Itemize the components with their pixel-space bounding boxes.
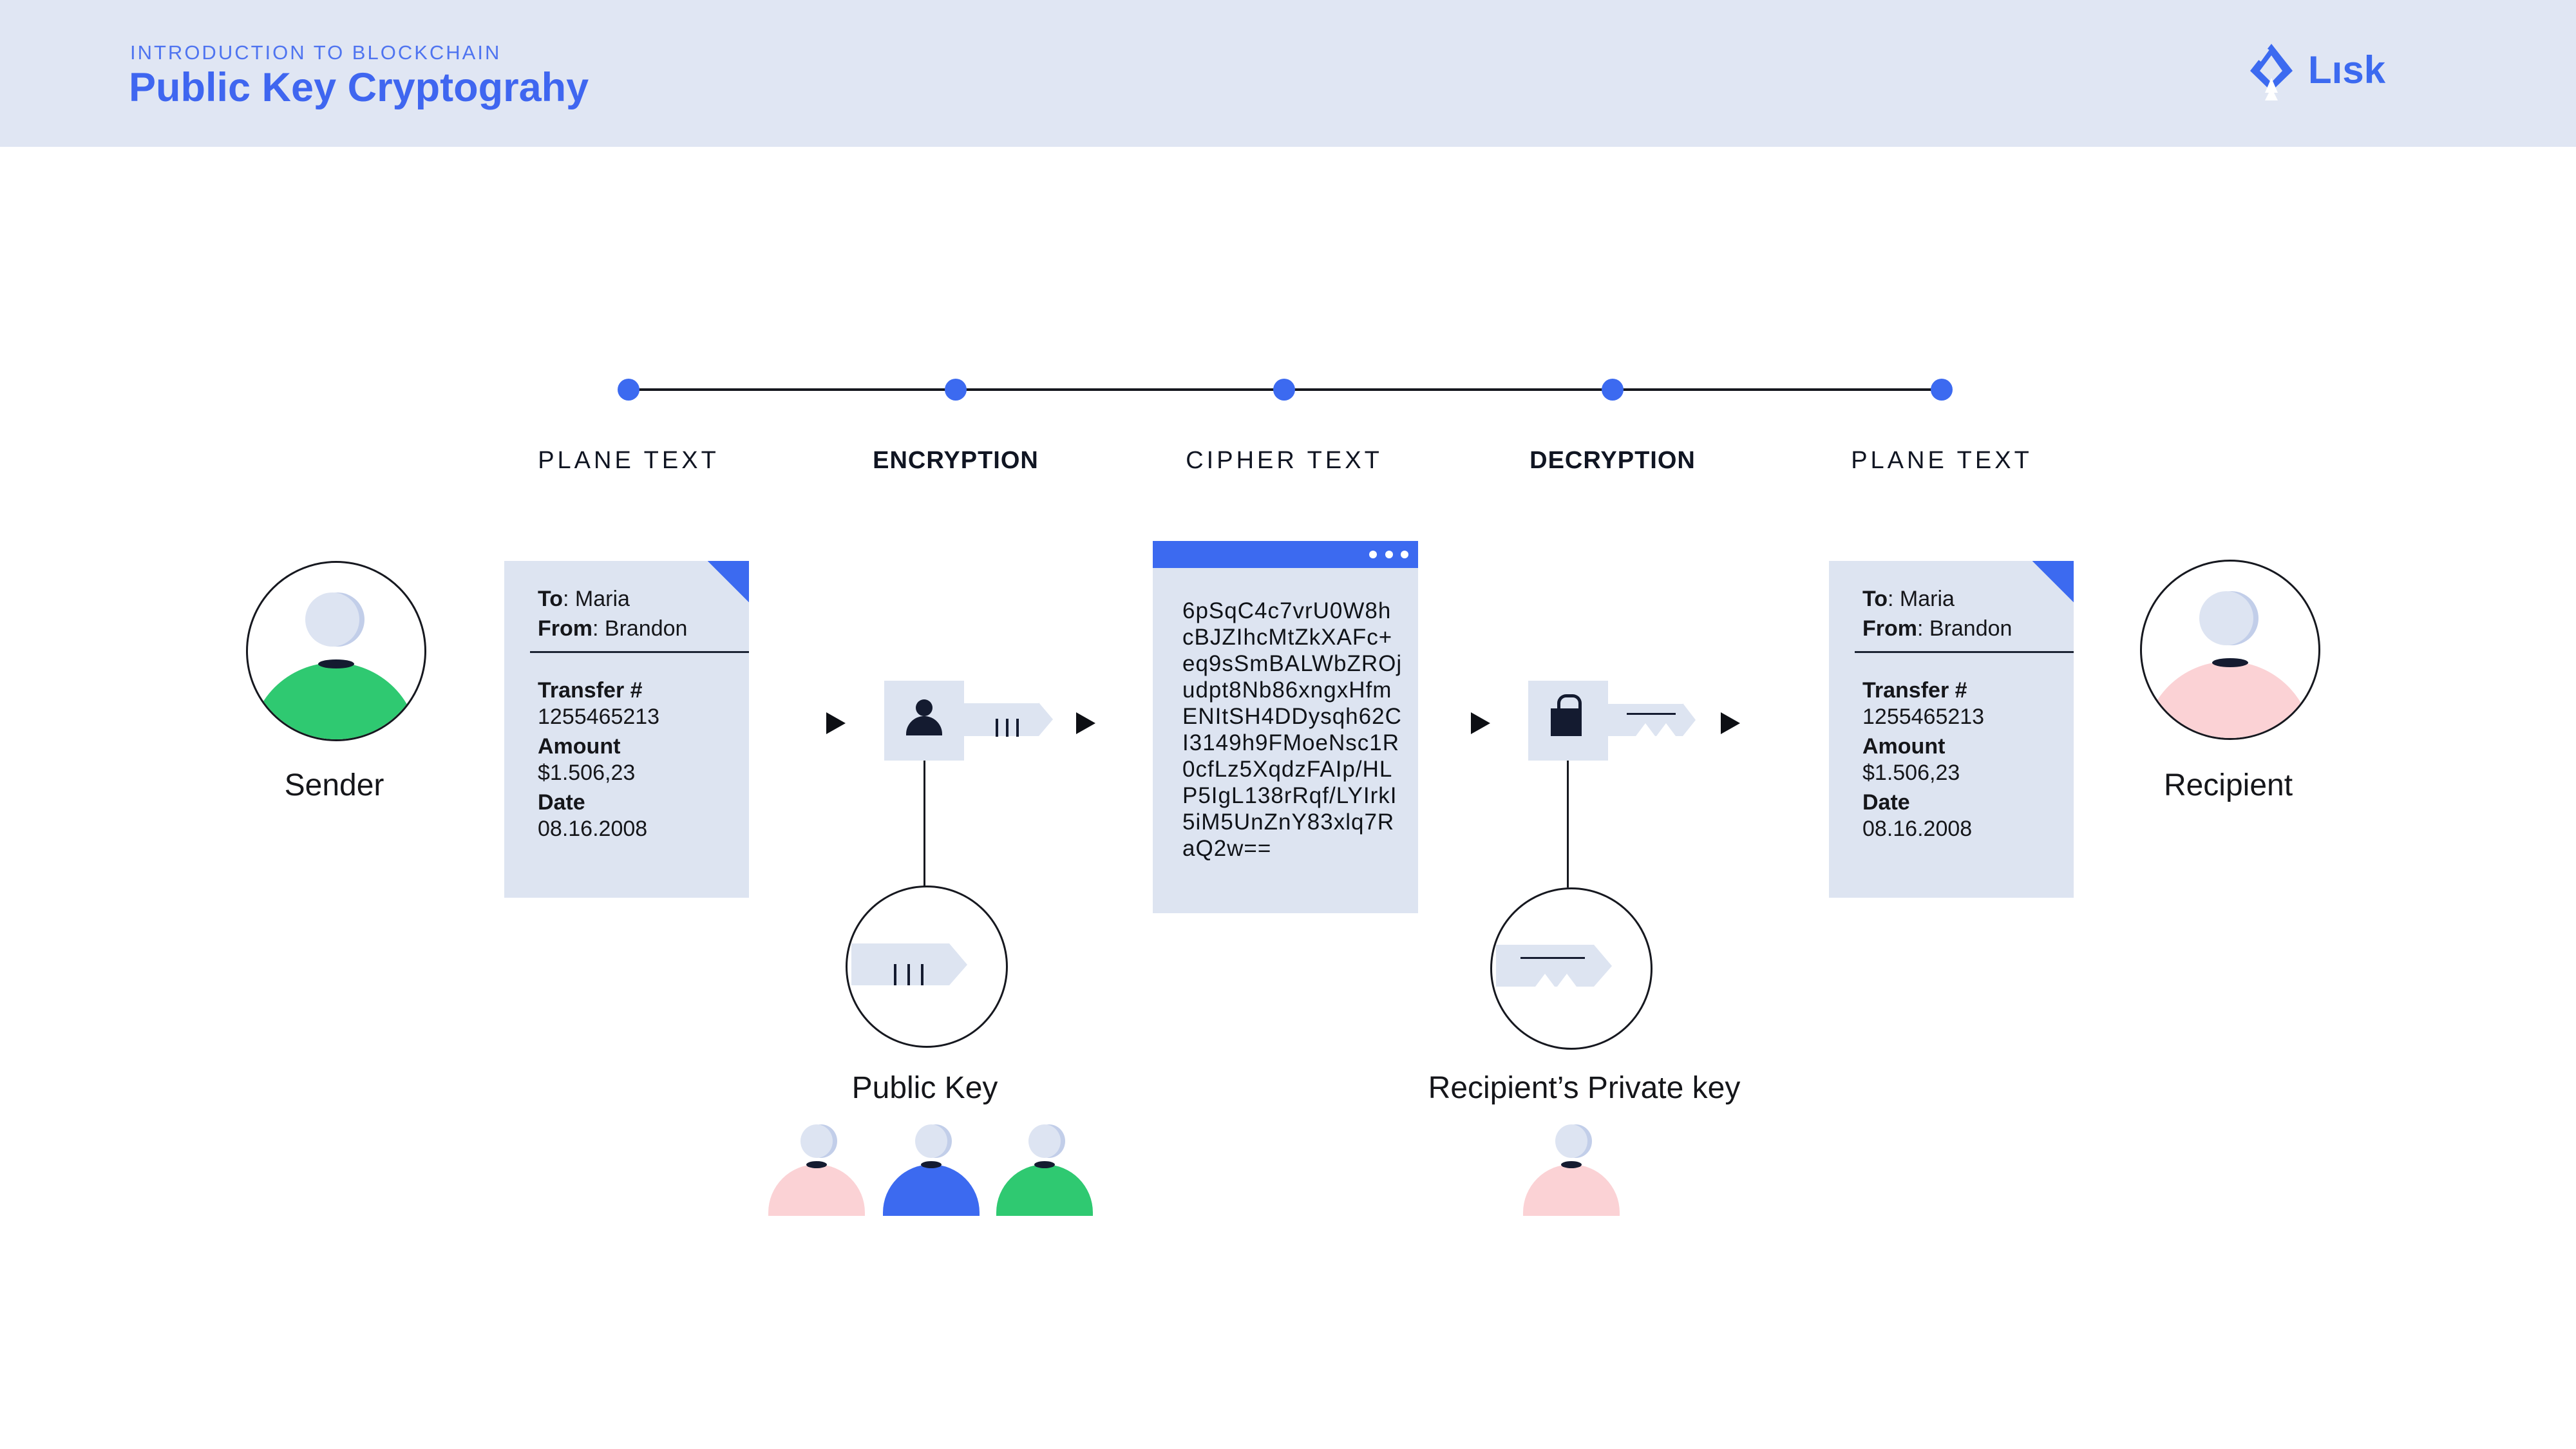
cipher-text-block: 6pSqC4c7vrU0W8h cBJZIhcMtZkXAFc+ eq9sSmB… (1182, 598, 1403, 861)
cipher-text-window: 6pSqC4c7vrU0W8h cBJZIhcMtZkXAFc+ eq9sSmB… (1153, 541, 1418, 913)
public-user-pink-avatar (768, 1124, 865, 1221)
message-from-line: From: Brandon (538, 616, 688, 641)
recipient-neck (2212, 658, 2248, 667)
stage-label-encryption: ENCRYPTION (873, 447, 1039, 474)
message-to-line: To: Maria (1862, 587, 1955, 611)
flow-arrow-3-icon (1471, 712, 1490, 734)
flow-arrow-4-icon (1721, 712, 1740, 734)
timeline-dot-cipher-text (1273, 379, 1295, 401)
transfer-field: Transfer # 1255465213 (538, 678, 660, 729)
folded-corner-icon (708, 561, 749, 602)
timeline-dot-plane-text-2 (1931, 379, 1953, 401)
stage-label-plane-text-1: PLANE TEXT (538, 447, 719, 474)
page-title: Public Key Cryptograhy (129, 65, 589, 110)
public-user-green-avatar (996, 1124, 1093, 1221)
message-to-line: To: Maria (538, 587, 630, 611)
decryption-to-private-key-connector (1567, 761, 1569, 887)
lisk-logo-wordmark: Lısk (2308, 48, 2386, 91)
lisk-logo-icon (2250, 44, 2293, 100)
recipient-label: Recipient (2163, 768, 2293, 802)
encryption-to-public-key-connector (923, 761, 925, 886)
transfer-field: Transfer # 1255465213 (1862, 678, 1985, 729)
header-band: INTRODUCTION TO BLOCKCHAIN Public Key Cr… (0, 0, 2576, 147)
amount-field: Amount $1.506,23 (1862, 734, 1960, 785)
amount-field: Amount $1.506,23 (538, 734, 636, 785)
recipient-avatar (2140, 560, 2320, 740)
message-from-line: From: Brandon (1862, 616, 2012, 641)
timeline-dot-plane-text-1 (618, 379, 639, 401)
series-eyebrow: INTRODUCTION TO BLOCKCHAIN (130, 41, 502, 64)
flow-arrow-2-icon (1076, 712, 1095, 734)
plain-text-document-sender: To: Maria From: Brandon Transfer # 12554… (504, 561, 749, 898)
sender-avatar (246, 561, 426, 741)
stage-label-cipher-text: CIPHER TEXT (1186, 447, 1383, 474)
stage-label-plane-text-2: PLANE TEXT (1851, 447, 2032, 474)
private-key-label: Recipient’s Private key (1428, 1071, 1741, 1105)
lock-icon (1557, 694, 1582, 713)
document-divider (530, 651, 749, 653)
sender-head (305, 592, 359, 647)
sender-label: Sender (284, 768, 384, 802)
folded-corner-icon (2032, 561, 2074, 602)
plain-text-document-recipient: To: Maria From: Brandon Transfer # 12554… (1829, 561, 2074, 898)
date-field: Date 08.16.2008 (538, 790, 648, 841)
private-key-owner-avatar (1523, 1124, 1620, 1221)
recipient-torso (2144, 661, 2313, 738)
person-icon (916, 699, 933, 716)
recipient-head (2199, 591, 2253, 645)
timeline-dot-encryption (945, 379, 967, 401)
sender-neck (318, 659, 354, 668)
date-field: Date 08.16.2008 (1862, 790, 1973, 841)
window-dot-icon (1369, 551, 1377, 558)
timeline-dot-decryption (1602, 379, 1624, 401)
public-user-blue-avatar (883, 1124, 980, 1221)
public-key-label: Public Key (851, 1071, 998, 1105)
window-dot-icon (1385, 551, 1393, 558)
stage-label-decryption: DECRYPTION (1530, 447, 1696, 474)
window-title-bar (1153, 541, 1418, 568)
window-dot-icon (1401, 551, 1408, 558)
flow-arrow-1-icon (826, 712, 846, 734)
sender-torso (250, 663, 419, 739)
document-divider (1855, 651, 2074, 653)
